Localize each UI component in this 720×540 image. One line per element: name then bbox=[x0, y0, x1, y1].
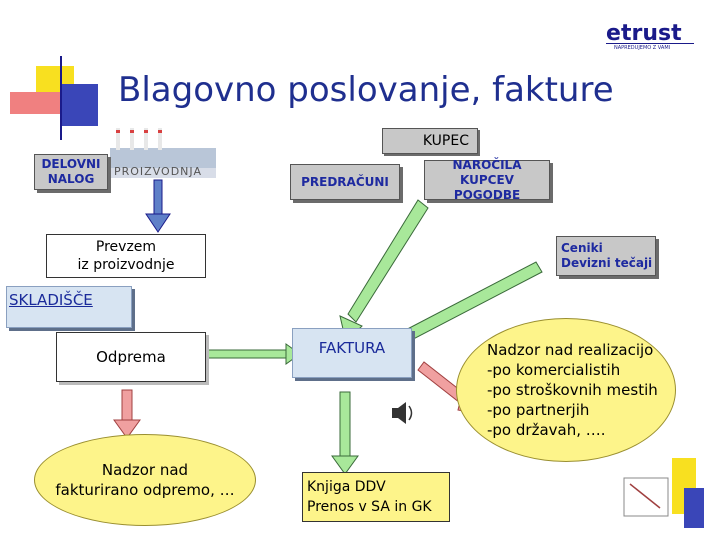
delovni-nalog-label: DELOVNI NALOG bbox=[41, 157, 101, 186]
decor-blue-top-left bbox=[62, 84, 98, 126]
kupec-box: KUPEC bbox=[382, 128, 478, 154]
narocila-label: NAROČILA KUPCEV POGODBE bbox=[452, 157, 522, 202]
arrow-odprema-to-faktura bbox=[207, 343, 301, 365]
nadzor-fakturirano-ellipse: Nadzor nad fakturirano odpremo, … bbox=[34, 434, 256, 526]
prevzem-box: Prevzem iz proizvodnje bbox=[46, 234, 206, 278]
faktura-box: FAKTURA bbox=[292, 328, 412, 378]
ceniki-label: Ceniki Devizni tečaji bbox=[561, 241, 653, 270]
narocila-box: NAROČILA KUPCEV POGODBE bbox=[424, 157, 550, 202]
nadzor-realizacijo-label: Nadzor nad realizacijo -po komercialisti… bbox=[487, 341, 658, 439]
svg-text:NAPREDUJEMO Z VAMI: NAPREDUJEMO Z VAMI bbox=[614, 45, 670, 50]
proizvodnja-label: PROIZVODNJA bbox=[114, 165, 202, 178]
svg-text:e: e bbox=[606, 21, 621, 46]
predracuni-label: PREDRAČUNI bbox=[301, 174, 389, 189]
decor-small-arrow bbox=[623, 477, 669, 517]
ceniki-box: Ceniki Devizni tečaji bbox=[556, 236, 656, 276]
speaker-icon bbox=[392, 402, 413, 424]
kupec-label: KUPEC bbox=[422, 133, 469, 149]
decor-red-top-left bbox=[10, 92, 62, 114]
factory-icon bbox=[110, 128, 216, 178]
etrust-logo: e trust NAPREDUJEMO Z VAMI bbox=[606, 20, 696, 51]
skladisce-label: SKLADIŠČE bbox=[9, 291, 93, 309]
nadzor-realizacijo-ellipse: Nadzor nad realizacijo -po komercialisti… bbox=[456, 318, 676, 462]
arrow-proizvodnja-to-prevzem bbox=[145, 179, 171, 233]
predracuni-box: PREDRAČUNI bbox=[290, 164, 400, 200]
knjiga-ddv-box: Knjiga DDV Prenos v SA in GK bbox=[302, 472, 450, 522]
faktura-label: FAKTURA bbox=[318, 339, 386, 357]
arrow-faktura-to-knjiga bbox=[331, 391, 359, 475]
decor-blue-right bbox=[684, 488, 704, 528]
decor-vertical-line bbox=[60, 56, 62, 140]
svg-text:trust: trust bbox=[621, 21, 682, 46]
delovni-nalog-box: DELOVNI NALOG bbox=[34, 154, 108, 190]
arrow-narocila-to-faktura bbox=[339, 199, 429, 343]
prevzem-label: Prevzem iz proizvodnje bbox=[77, 239, 175, 273]
skladisce-box: SKLADIŠČE bbox=[6, 286, 132, 328]
odprema-box: Odprema bbox=[56, 332, 206, 382]
knjiga-ddv-label: Knjiga DDV Prenos v SA in GK bbox=[307, 479, 432, 515]
nadzor-fakturirano-label: Nadzor nad fakturirano odpremo, … bbox=[55, 461, 235, 499]
odprema-label: Odprema bbox=[96, 348, 166, 366]
page-title: Blagovno poslovanje, fakture bbox=[118, 70, 614, 110]
arrow-odprema-to-nadzor bbox=[113, 389, 141, 439]
